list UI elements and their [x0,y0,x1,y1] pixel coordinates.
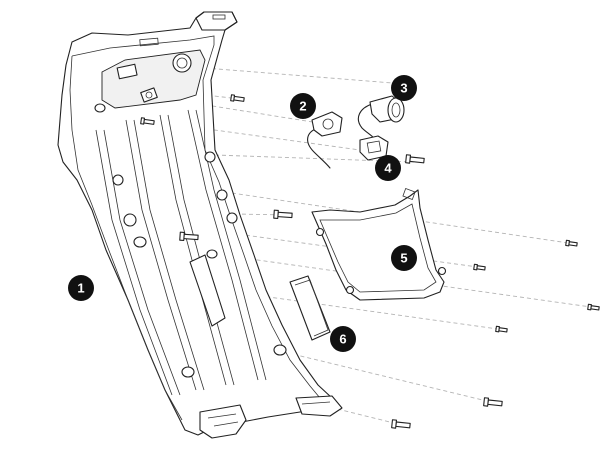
callout-6-circle [330,326,356,352]
screw [483,397,503,407]
bracket-slot [212,14,226,20]
cover-tab [402,188,416,200]
guide-line [279,350,496,404]
connector-part [307,111,343,169]
callout-1: 1 [68,275,94,301]
callout-5-circle [391,245,417,271]
callout-3-circle [391,75,417,101]
connector-body [311,111,343,137]
screw [405,154,425,164]
foot-detail [301,401,331,405]
connector-socket [322,118,334,130]
screw [140,117,155,125]
screw [273,209,293,219]
reflector-body [289,275,331,341]
socket-opening [172,53,192,73]
screw [179,231,199,241]
rib [125,119,197,391]
small-opening [140,87,158,103]
cover-panel-body [311,189,445,301]
rib [187,109,259,381]
rib [195,109,267,381]
mounting-bosses [94,103,287,378]
top-bracket [195,11,238,31]
screw [565,239,578,247]
guide-line [199,127,361,151]
center-slot [189,254,226,327]
callout-5-label: 5 [400,251,407,266]
guide-line [214,253,599,309]
callout-1-circle [68,275,94,301]
screw [230,94,245,102]
callout-6-label: 6 [339,332,346,347]
screw [587,303,600,311]
callout-1-label: 1 [77,281,84,296]
guide-line [204,67,406,85]
callout-4: 4 [375,155,401,181]
reflector-rim [294,279,329,337]
callout-3-label: 3 [400,81,407,96]
reflector-part [289,275,331,341]
screws [140,94,600,429]
bottom-foot-right [295,395,343,417]
rib [159,114,227,386]
socket-face [387,97,405,123]
socket-face-inner [391,102,401,118]
socket-part [357,95,405,161]
callout-2-label: 2 [299,99,306,114]
small-opening-hole [145,91,153,99]
main-panel-part [57,11,343,439]
socket-opening-inner [176,57,188,69]
top-slot [139,37,159,47]
callout-3: 3 [391,75,417,101]
guide-line [214,154,415,163]
callout-2: 2 [290,93,316,119]
callout-4-label: 4 [384,161,392,176]
screw [391,419,411,429]
callout-5: 5 [391,245,417,271]
callout-4-circle [375,155,401,181]
panel-rim-left [69,55,183,421]
cover-hole [345,285,355,295]
cover-hole [315,227,325,237]
callout-6: 6 [330,326,356,352]
screw [473,263,486,271]
connector-wire [307,127,331,169]
switch-opening [116,63,138,80]
cover-hole [437,266,447,276]
callout-2-circle [290,93,316,119]
bracket-window [366,140,382,154]
rib [133,119,205,391]
screw [495,325,508,333]
rib [167,114,235,386]
bottom-foot-left [199,404,247,439]
cover-panel-rim [319,203,437,293]
foot-detail [207,413,239,427]
cover-panel-part [311,188,447,301]
rib [95,129,173,396]
rib [103,129,181,396]
